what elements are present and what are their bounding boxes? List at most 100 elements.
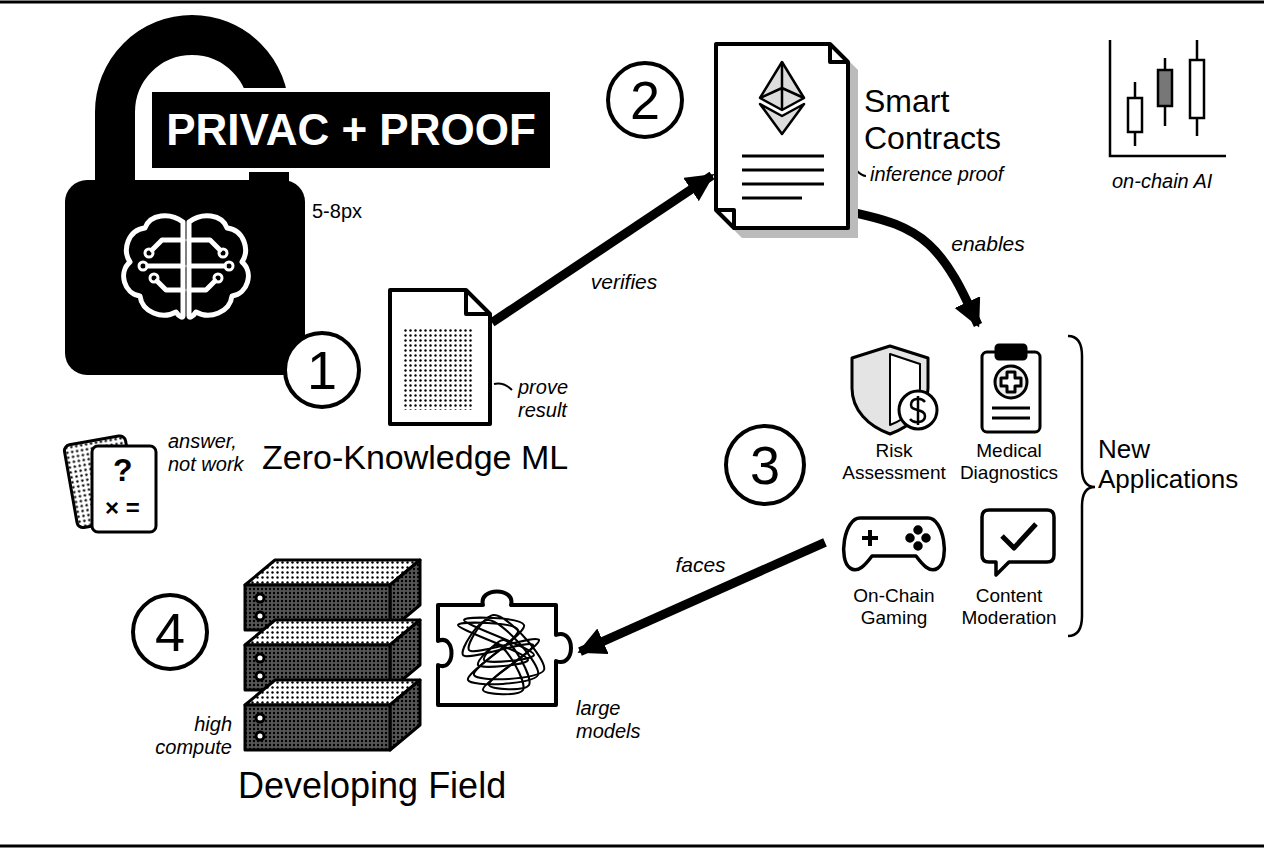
callout-number: 1 (282, 330, 362, 410)
shape-part (760, 62, 804, 110)
brain-icon (124, 216, 183, 317)
flow-arrow (854, 213, 978, 326)
brain-icon (139, 262, 147, 270)
shape-part (899, 391, 937, 429)
candlestick-chart (1158, 70, 1172, 106)
flow-arrow (580, 542, 825, 651)
edge-label: faces (671, 553, 729, 577)
server-outline (240, 555, 425, 755)
shape-part (464, 615, 544, 689)
shape-part (1002, 524, 1036, 548)
callout-number: 3 (723, 423, 807, 507)
application-item: Risk Assessment (838, 340, 950, 490)
circle-shape (133, 595, 207, 669)
shape-part (742, 169, 824, 172)
brain-icon (124, 216, 249, 317)
shield-shape (852, 346, 937, 434)
node-caption: New Applications (1098, 435, 1250, 495)
shape-part (996, 345, 1026, 359)
shape-part (716, 44, 848, 228)
brain-icon (148, 264, 183, 269)
candlestick-chart (1110, 40, 1226, 156)
node-caption: large models (576, 697, 652, 743)
shape-part (256, 594, 264, 602)
node-caption: Smart Contracts (864, 83, 1024, 157)
brain-icon (150, 274, 158, 282)
shape-part (716, 210, 734, 228)
shape-part (915, 543, 921, 549)
shape-part (256, 672, 264, 680)
shape-part (992, 408, 1030, 418)
padlock-icon (65, 180, 305, 375)
node-label: 2 (630, 73, 660, 127)
shape-part (982, 352, 1040, 432)
shape-part (844, 518, 945, 570)
flashcard-icon (64, 435, 156, 532)
node-label: 4 (155, 605, 185, 659)
shape-part (466, 290, 490, 314)
brain-icon (157, 281, 183, 290)
node-caption: On-Chain Gaming (838, 585, 950, 629)
shape-part (910, 396, 925, 425)
shape-part (862, 530, 878, 546)
shape-part (438, 592, 571, 706)
edge-label: verifies (587, 270, 662, 294)
shape-part (390, 290, 490, 424)
circle-shape (726, 426, 804, 504)
doczk-shape (390, 290, 490, 424)
shape-part (256, 732, 264, 740)
docsc-shape (716, 44, 858, 238)
shape-part (726, 426, 804, 504)
shape-part (982, 510, 1054, 575)
note: 5-8px (312, 200, 362, 223)
shape-part (608, 63, 682, 137)
brain-icon (124, 216, 183, 317)
circle-shape (608, 63, 682, 137)
application-group: New Applications Risk AssessmentMedical D… (825, 325, 1250, 640)
clip-shape (982, 345, 1040, 432)
note: answer, not work (168, 430, 248, 476)
shape-part (256, 714, 264, 722)
frame-rule (0, 1, 1264, 4)
brain-icon (145, 249, 153, 257)
card-symbol: ? (113, 452, 133, 489)
puzzle-shape (438, 592, 571, 706)
contract-document: Smart Contractsinference proof (712, 28, 854, 233)
leader-line (494, 384, 512, 390)
brain-icon (189, 240, 220, 250)
padlock-icon (65, 35, 305, 375)
brain-icon (189, 216, 248, 317)
node-label: PRIVAC + PROOF (166, 108, 536, 152)
shape-part (404, 328, 472, 410)
shape-part (133, 595, 207, 669)
candlestick-chart (1128, 98, 1142, 132)
callout-number: 4 (130, 592, 210, 672)
docsc-outline (712, 28, 854, 233)
shape-part (915, 527, 921, 533)
edge-label: enables (947, 232, 1029, 256)
shape-part (923, 535, 929, 541)
stage-heading: Zero-Knowledge ML (262, 438, 568, 477)
brain-icon (214, 274, 222, 282)
chart-caption: on-chain AI (1112, 170, 1212, 193)
shape-part (830, 44, 848, 62)
server-shape (245, 560, 420, 750)
flow-arrow (492, 176, 712, 323)
brain-icon (189, 216, 248, 317)
brain-icon (152, 240, 183, 250)
node-caption: inference proof (870, 163, 1003, 186)
shape-part (1001, 372, 1021, 392)
application-item: Medical Diagnostics (952, 340, 1066, 490)
server-stack: high compute (240, 555, 425, 755)
node-label: 3 (750, 438, 780, 492)
shape-part (458, 620, 538, 694)
node-caption: Content Moderation (952, 585, 1066, 629)
shape-part (285, 333, 359, 407)
brain-icon (189, 264, 224, 269)
candlestick-chart (1110, 40, 1226, 156)
circle-shape (285, 333, 359, 407)
brain-icon (225, 262, 233, 270)
frame-rule (0, 845, 1264, 848)
